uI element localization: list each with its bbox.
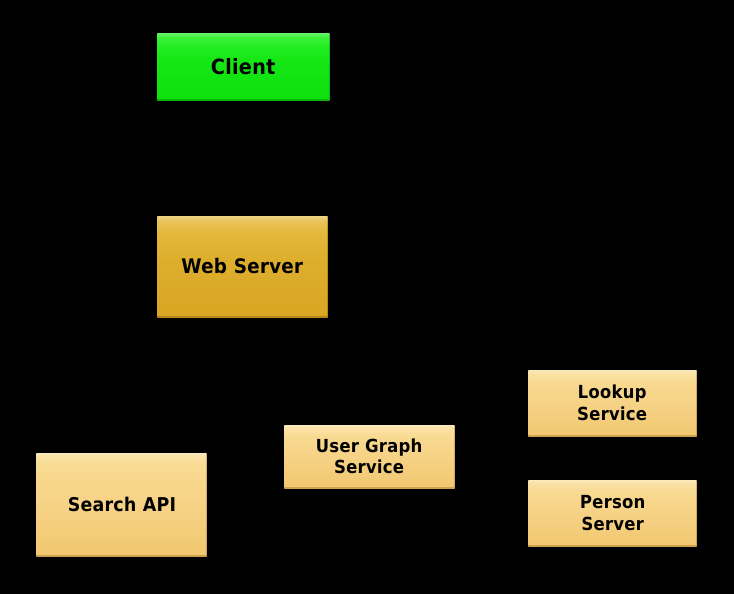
- node-person-server[interactable]: Person Server: [528, 480, 697, 547]
- node-search-api-label: Search API: [67, 493, 176, 516]
- node-web-server[interactable]: Web Server: [157, 216, 328, 318]
- node-lookup-service-label: Lookup Service: [577, 382, 648, 425]
- node-search-api[interactable]: Search API: [36, 453, 207, 557]
- node-person-server-label: Person Server: [579, 492, 646, 535]
- node-web-server-label: Web Server: [181, 254, 304, 279]
- node-user-graph-service[interactable]: User Graph Service: [284, 425, 455, 489]
- node-client-label: Client: [211, 54, 276, 79]
- node-lookup-service[interactable]: Lookup Service: [528, 370, 697, 437]
- node-user-graph-service-label: User Graph Service: [316, 435, 423, 478]
- node-client[interactable]: Client: [157, 33, 330, 101]
